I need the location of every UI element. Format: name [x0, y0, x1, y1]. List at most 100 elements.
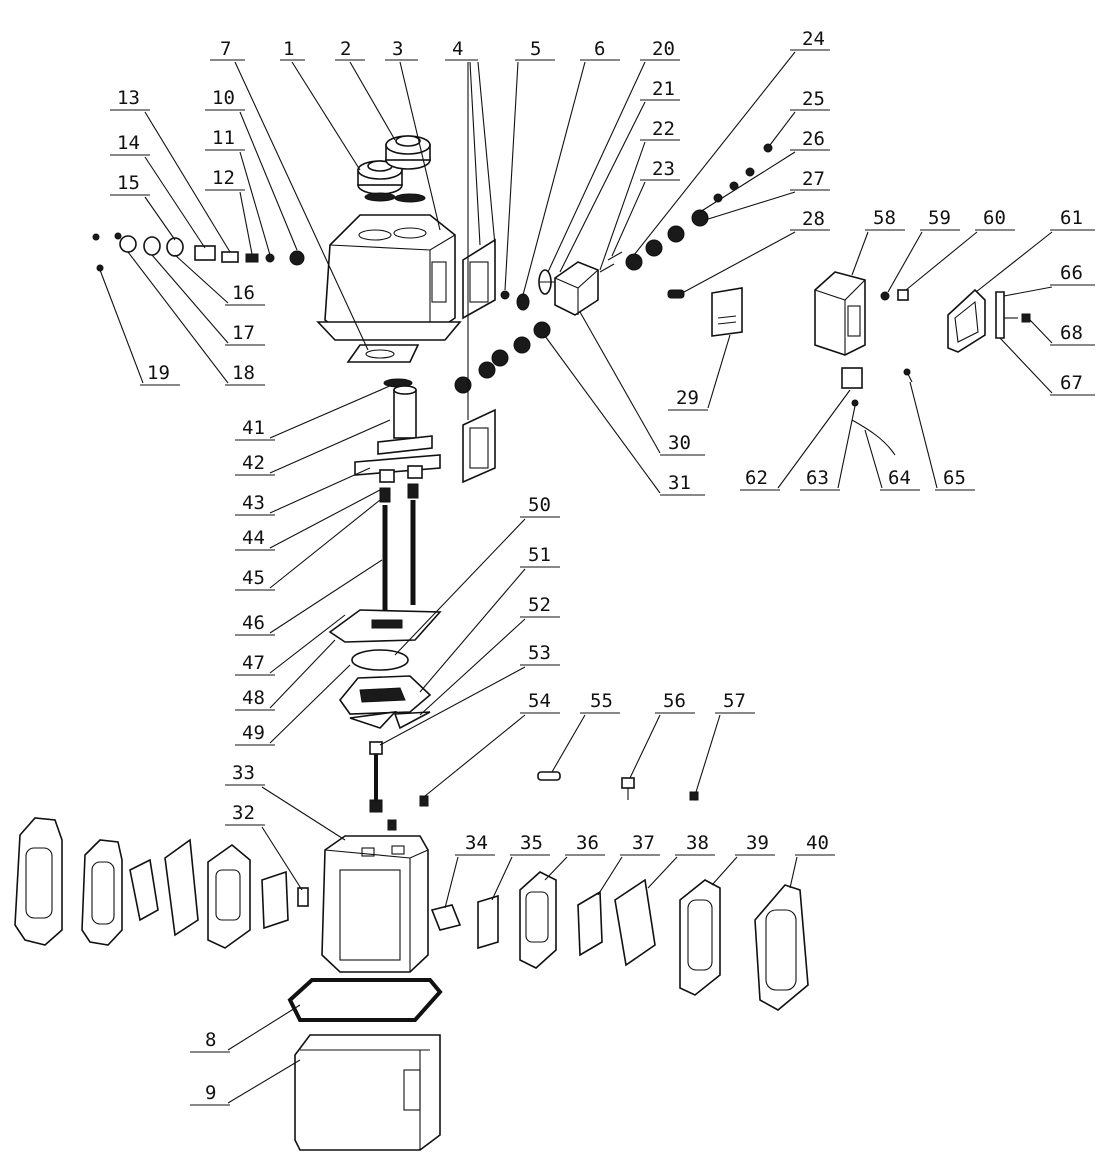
- callout-label-1: 1: [283, 38, 294, 60]
- part-55: [537, 771, 561, 781]
- part-57: [689, 791, 699, 801]
- callout-label-60: 60: [983, 207, 1006, 229]
- callout-8: 8: [190, 1004, 301, 1053]
- callout-9: 9: [190, 1059, 301, 1106]
- callout-label-59: 59: [928, 207, 951, 229]
- part-right-panels: [430, 871, 809, 1011]
- callout-label-18: 18: [232, 362, 255, 384]
- part-60: [897, 289, 909, 301]
- part-plate-47-48: [328, 609, 442, 643]
- callout-label-26: 26: [802, 128, 825, 150]
- callout-label-55: 55: [590, 690, 613, 712]
- part-pins-21-23: [599, 251, 623, 273]
- callout-14: 14: [110, 132, 206, 249]
- callout-7: 7: [210, 38, 369, 351]
- callout-label-29: 29: [676, 387, 699, 409]
- callout-32: 32: [225, 802, 303, 891]
- callout-47: 47: [235, 614, 346, 676]
- callout-label-46: 46: [242, 612, 265, 634]
- part-box-58: [814, 271, 866, 356]
- part-28: [667, 289, 685, 299]
- callout-label-47: 47: [242, 652, 265, 674]
- part-rods-44-46: [379, 483, 419, 610]
- callout-label-23: 23: [652, 158, 675, 180]
- callout-29: 29: [668, 334, 731, 411]
- part-column-42: [377, 385, 433, 455]
- part-cable-64: [851, 419, 896, 456]
- parts-drawing: [14, 135, 1031, 1151]
- callout-label-31: 31: [668, 472, 691, 494]
- callout-25: 25: [769, 88, 830, 146]
- callout-label-2: 2: [340, 38, 351, 60]
- callout-label-14: 14: [117, 132, 140, 154]
- callout-label-21: 21: [652, 78, 675, 100]
- callout-2: 2: [335, 38, 396, 141]
- callout-label-24: 24: [802, 28, 825, 50]
- callout-label-6: 6: [594, 38, 605, 60]
- callout-66: 66: [1003, 262, 1095, 297]
- part-pump-50-51: [338, 649, 432, 715]
- callout-label-5: 5: [530, 38, 541, 60]
- part-shaft-53: [369, 741, 383, 813]
- callout-56: 56: [629, 690, 695, 779]
- callout-label-44: 44: [242, 527, 265, 549]
- callout-label-12: 12: [212, 167, 235, 189]
- callout-34: 34: [444, 832, 495, 909]
- callout-label-36: 36: [576, 832, 599, 854]
- callout-layer: 1 2 3 4 5 6: [99, 28, 1095, 1106]
- callout-label-65: 65: [943, 467, 966, 489]
- callout-52: 52: [419, 594, 560, 716]
- callout-40: 40: [789, 832, 835, 889]
- part-tank-9: [294, 1034, 441, 1151]
- callout-21: 21: [559, 78, 680, 273]
- callout-67: 67: [999, 337, 1095, 396]
- callout-38: 38: [647, 832, 715, 889]
- callout-label-56: 56: [663, 690, 686, 712]
- callout-label-58: 58: [873, 207, 896, 229]
- callout-label-34: 34: [465, 832, 488, 854]
- part-lower-body-33: [321, 835, 429, 973]
- part-blades-52: [349, 710, 431, 730]
- callout-49: 49: [235, 664, 351, 746]
- callout-64: 64: [864, 429, 920, 491]
- part-62: [841, 367, 863, 389]
- callout-63: 63: [800, 405, 856, 491]
- callout-label-7: 7: [220, 38, 231, 60]
- callout-41: 41: [235, 384, 393, 441]
- callout-label-50: 50: [528, 494, 551, 516]
- callout-19: 19: [99, 269, 180, 386]
- callout-58: 58: [851, 207, 905, 276]
- callout-label-22: 22: [652, 118, 675, 140]
- callout-label-10: 10: [212, 87, 235, 109]
- callout-label-32: 32: [232, 802, 255, 824]
- part-gasket-8: [287, 978, 443, 1022]
- callout-57: 57: [695, 690, 755, 793]
- callout-42: 42: [235, 419, 391, 476]
- part-plate-4-lower: [462, 408, 496, 484]
- callout-62: 62: [740, 389, 851, 491]
- callout-26: 26: [699, 128, 830, 213]
- callout-6: 6: [522, 38, 620, 296]
- callout-label-63: 63: [806, 467, 829, 489]
- part-plate-4: [462, 238, 496, 320]
- callout-label-11: 11: [212, 127, 235, 149]
- callout-label-13: 13: [117, 87, 140, 109]
- callout-label-51: 51: [528, 544, 551, 566]
- callout-label-38: 38: [686, 832, 709, 854]
- callout-36: 36: [544, 832, 605, 881]
- callout-label-37: 37: [632, 832, 655, 854]
- callout-30: 30: [579, 311, 705, 456]
- callout-label-61: 61: [1060, 207, 1083, 229]
- callout-59: 59: [887, 207, 960, 293]
- callout-label-15: 15: [117, 172, 140, 194]
- callout-label-17: 17: [232, 322, 255, 344]
- part-54: [387, 795, 429, 831]
- callout-16: 16: [174, 254, 265, 306]
- callout-label-8: 8: [205, 1029, 216, 1051]
- callout-23: 23: [611, 158, 680, 257]
- callout-60: 60: [905, 207, 1015, 291]
- callout-label-66: 66: [1060, 262, 1083, 284]
- callout-51: 51: [419, 544, 560, 693]
- callout-label-25: 25: [802, 88, 825, 110]
- callout-label-53: 53: [528, 642, 551, 664]
